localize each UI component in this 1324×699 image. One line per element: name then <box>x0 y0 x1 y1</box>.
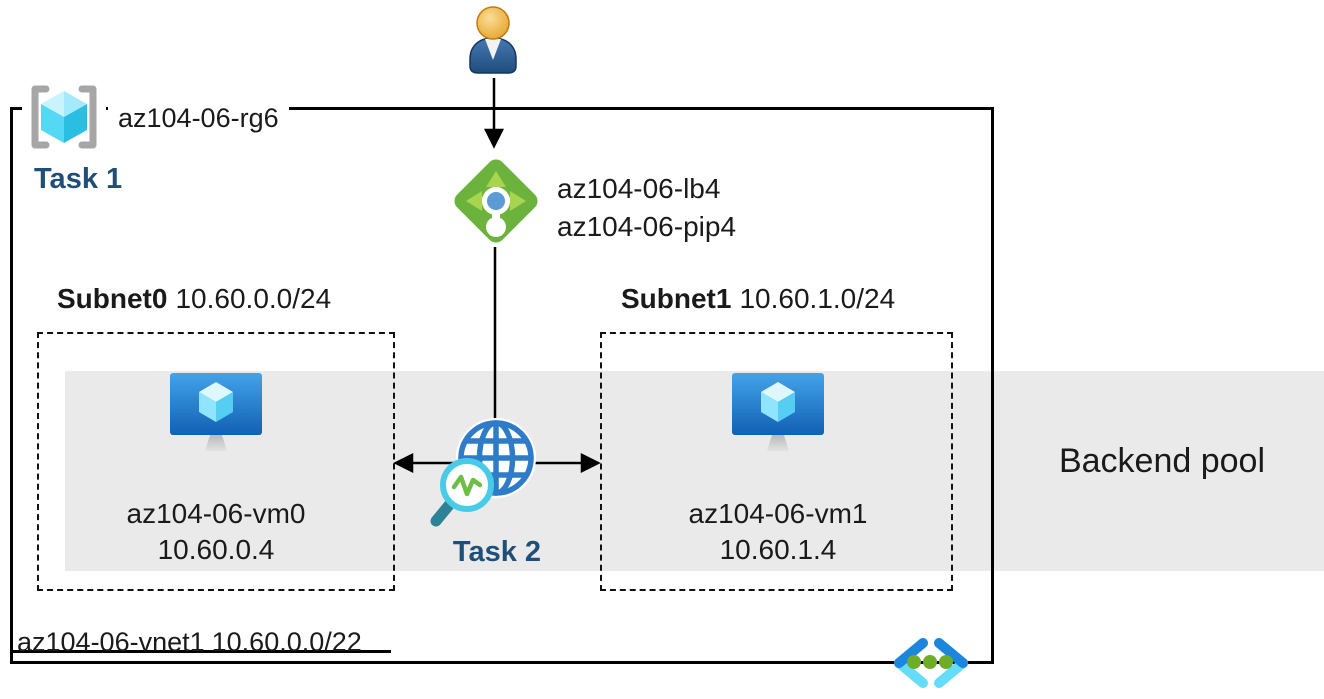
vm0-name: az104-06-vm0 <box>126 498 306 529</box>
vm0-label: az104-06-vm0 10.60.0.4 <box>86 496 346 568</box>
backend-pool-band <box>65 371 1324 571</box>
magnifier-handle <box>430 498 456 527</box>
vm-cube <box>199 382 233 422</box>
vm1-name: az104-06-vm1 <box>688 498 868 529</box>
vm-icon <box>732 373 824 451</box>
load-balancer-label: az104-06-lb4 az104-06-pip4 <box>557 170 736 246</box>
load-balancer-icon <box>454 159 538 243</box>
magnifier-pulse <box>451 474 483 497</box>
user-to-lb-arrowhead <box>483 128 505 149</box>
subnet1-cidr: 10.60.1.0/24 <box>739 283 896 314</box>
globe <box>458 420 534 496</box>
user-collar <box>485 39 501 60</box>
backend-pool-label: Backend pool <box>1058 442 1266 480</box>
right-arrowhead <box>580 452 601 474</box>
vnet-dots <box>907 655 953 669</box>
lb-center-dot <box>487 192 505 210</box>
task1-label: Task 1 <box>34 163 123 195</box>
resource-group-border <box>10 107 994 664</box>
subnet1-border <box>600 332 953 591</box>
vnet-icon <box>894 638 968 688</box>
resource-group-icon <box>22 84 106 150</box>
vm-stand <box>205 435 227 451</box>
globe-magnifier-icon <box>430 418 536 527</box>
vm-icon <box>170 373 262 451</box>
bracket-right <box>78 85 97 149</box>
vm1-ip: 10.60.1.4 <box>719 534 837 565</box>
vnet-cidr: 10.60.0.0/22 <box>211 627 362 657</box>
subnet1-name: Subnet1 <box>621 283 732 314</box>
task2-label: Task 2 <box>452 536 542 568</box>
vm0-ip: 10.60.0.4 <box>157 534 275 565</box>
vnet-label-strike-line <box>11 650 391 653</box>
bracket-left <box>31 85 50 149</box>
lb-public-ip: az104-06-pip4 <box>557 211 737 242</box>
resource-group-label: az104-06-rg6 <box>108 103 289 134</box>
subnet0-cidr: 10.60.0.0/24 <box>175 283 332 314</box>
magnifier-lens <box>440 458 494 512</box>
subnet0-border <box>37 332 395 591</box>
vnet-name: az104-06-vnet1 <box>17 627 205 657</box>
user-icon <box>469 6 517 74</box>
user-head <box>476 6 510 40</box>
left-arrowhead <box>393 452 414 474</box>
vm1-label: az104-06-vm1 10.60.1.4 <box>648 496 908 568</box>
cube <box>41 91 87 143</box>
subnet0-name: Subnet0 <box>57 283 168 314</box>
lb-name: az104-06-lb4 <box>557 173 721 204</box>
